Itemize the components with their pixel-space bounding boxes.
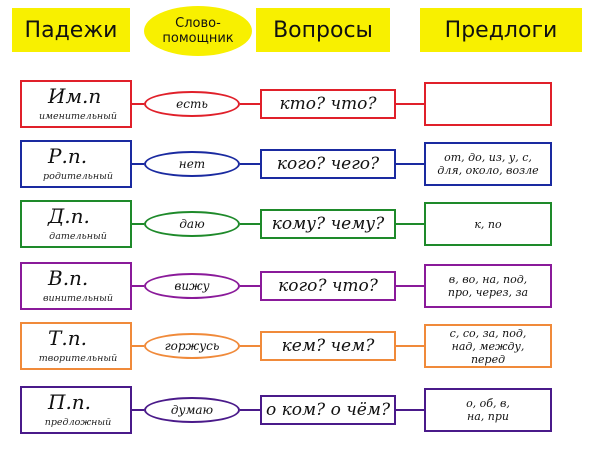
header-cases: Падежи: [12, 8, 130, 52]
case-full-name: винительный: [43, 293, 113, 304]
preposition-line: про, через, за: [447, 286, 529, 299]
case-abbreviation: Т.п.: [48, 326, 87, 350]
prepositions-list: о, об, в,на, при: [466, 397, 510, 423]
prepositions-box: о, об, в,на, при: [424, 388, 552, 432]
case-box: П.п. предложный: [20, 386, 132, 434]
prepositions-box: в, во, на, под,про, через, за: [424, 264, 552, 308]
prepositions-box: от, до, из, у, с,для, около, возле: [424, 142, 552, 186]
case-box: Д.п. дательный: [20, 200, 132, 248]
helper-word: есть: [144, 91, 240, 117]
preposition-line: в, во, на, под,: [448, 273, 528, 286]
case-question: кого? что?: [260, 271, 396, 301]
case-full-name: дательный: [49, 231, 107, 242]
preposition-line: перед: [470, 352, 506, 366]
case-full-name: именительный: [39, 111, 117, 122]
case-question: кого? чего?: [260, 149, 396, 179]
prepositions-box: с, со, за, под,над, между,перед: [424, 324, 552, 368]
helper-word: нет: [144, 151, 240, 177]
case-abbreviation: В.п.: [48, 266, 89, 290]
preposition-line: от, до, из, у, с,: [444, 151, 532, 164]
prepositions-box: [424, 82, 552, 126]
header-helper-line-1: Слово-: [175, 16, 221, 31]
case-question: кому? чему?: [260, 209, 396, 239]
case-abbreviation: Р.п.: [48, 144, 88, 168]
prepositions-list: в, во, на, под,про, через, за: [448, 273, 528, 299]
case-question: кто? что?: [260, 89, 396, 119]
case-question: кем? чем?: [260, 331, 396, 361]
case-abbreviation: П.п.: [48, 390, 92, 414]
helper-word: вижу: [144, 273, 240, 299]
case-box: Им.п именительный: [20, 80, 132, 128]
header-helper-word: Слово- помощник: [144, 6, 252, 56]
case-box: В.п. винительный: [20, 262, 132, 310]
helper-word: думаю: [144, 397, 240, 423]
helper-word: даю: [144, 211, 240, 237]
case-box: Р.п. родительный: [20, 140, 132, 188]
case-box: Т.п. творительный: [20, 322, 132, 370]
preposition-line: для, около, возле: [437, 164, 539, 177]
header-prepositions: Предлоги: [420, 8, 582, 52]
preposition-line: на, при: [466, 410, 509, 423]
preposition-line: над, между,: [451, 339, 525, 353]
case-full-name: предложный: [44, 417, 112, 428]
preposition-line: о, об, в,: [466, 397, 510, 410]
header-helper-line-2: помощник: [162, 31, 234, 46]
case-full-name: родительный: [43, 171, 113, 182]
prepositions-list: от, до, из, у, с,для, около, возле: [437, 151, 538, 177]
prepositions-box: к, по: [424, 202, 552, 246]
case-full-name: творительный: [38, 353, 118, 364]
case-abbreviation: Д.п.: [48, 204, 90, 228]
case-question: о ком? о чём?: [260, 395, 396, 425]
preposition-line: с, со, за, под,: [449, 326, 527, 340]
header-questions: Вопросы: [256, 8, 390, 52]
prepositions-list: с, со, за, под,над, между,перед: [450, 327, 527, 366]
helper-word: горжусь: [144, 333, 240, 359]
case-abbreviation: Им.п: [48, 84, 102, 108]
prepositions-list: к, по: [474, 218, 501, 231]
preposition-line: к, по: [474, 217, 502, 231]
